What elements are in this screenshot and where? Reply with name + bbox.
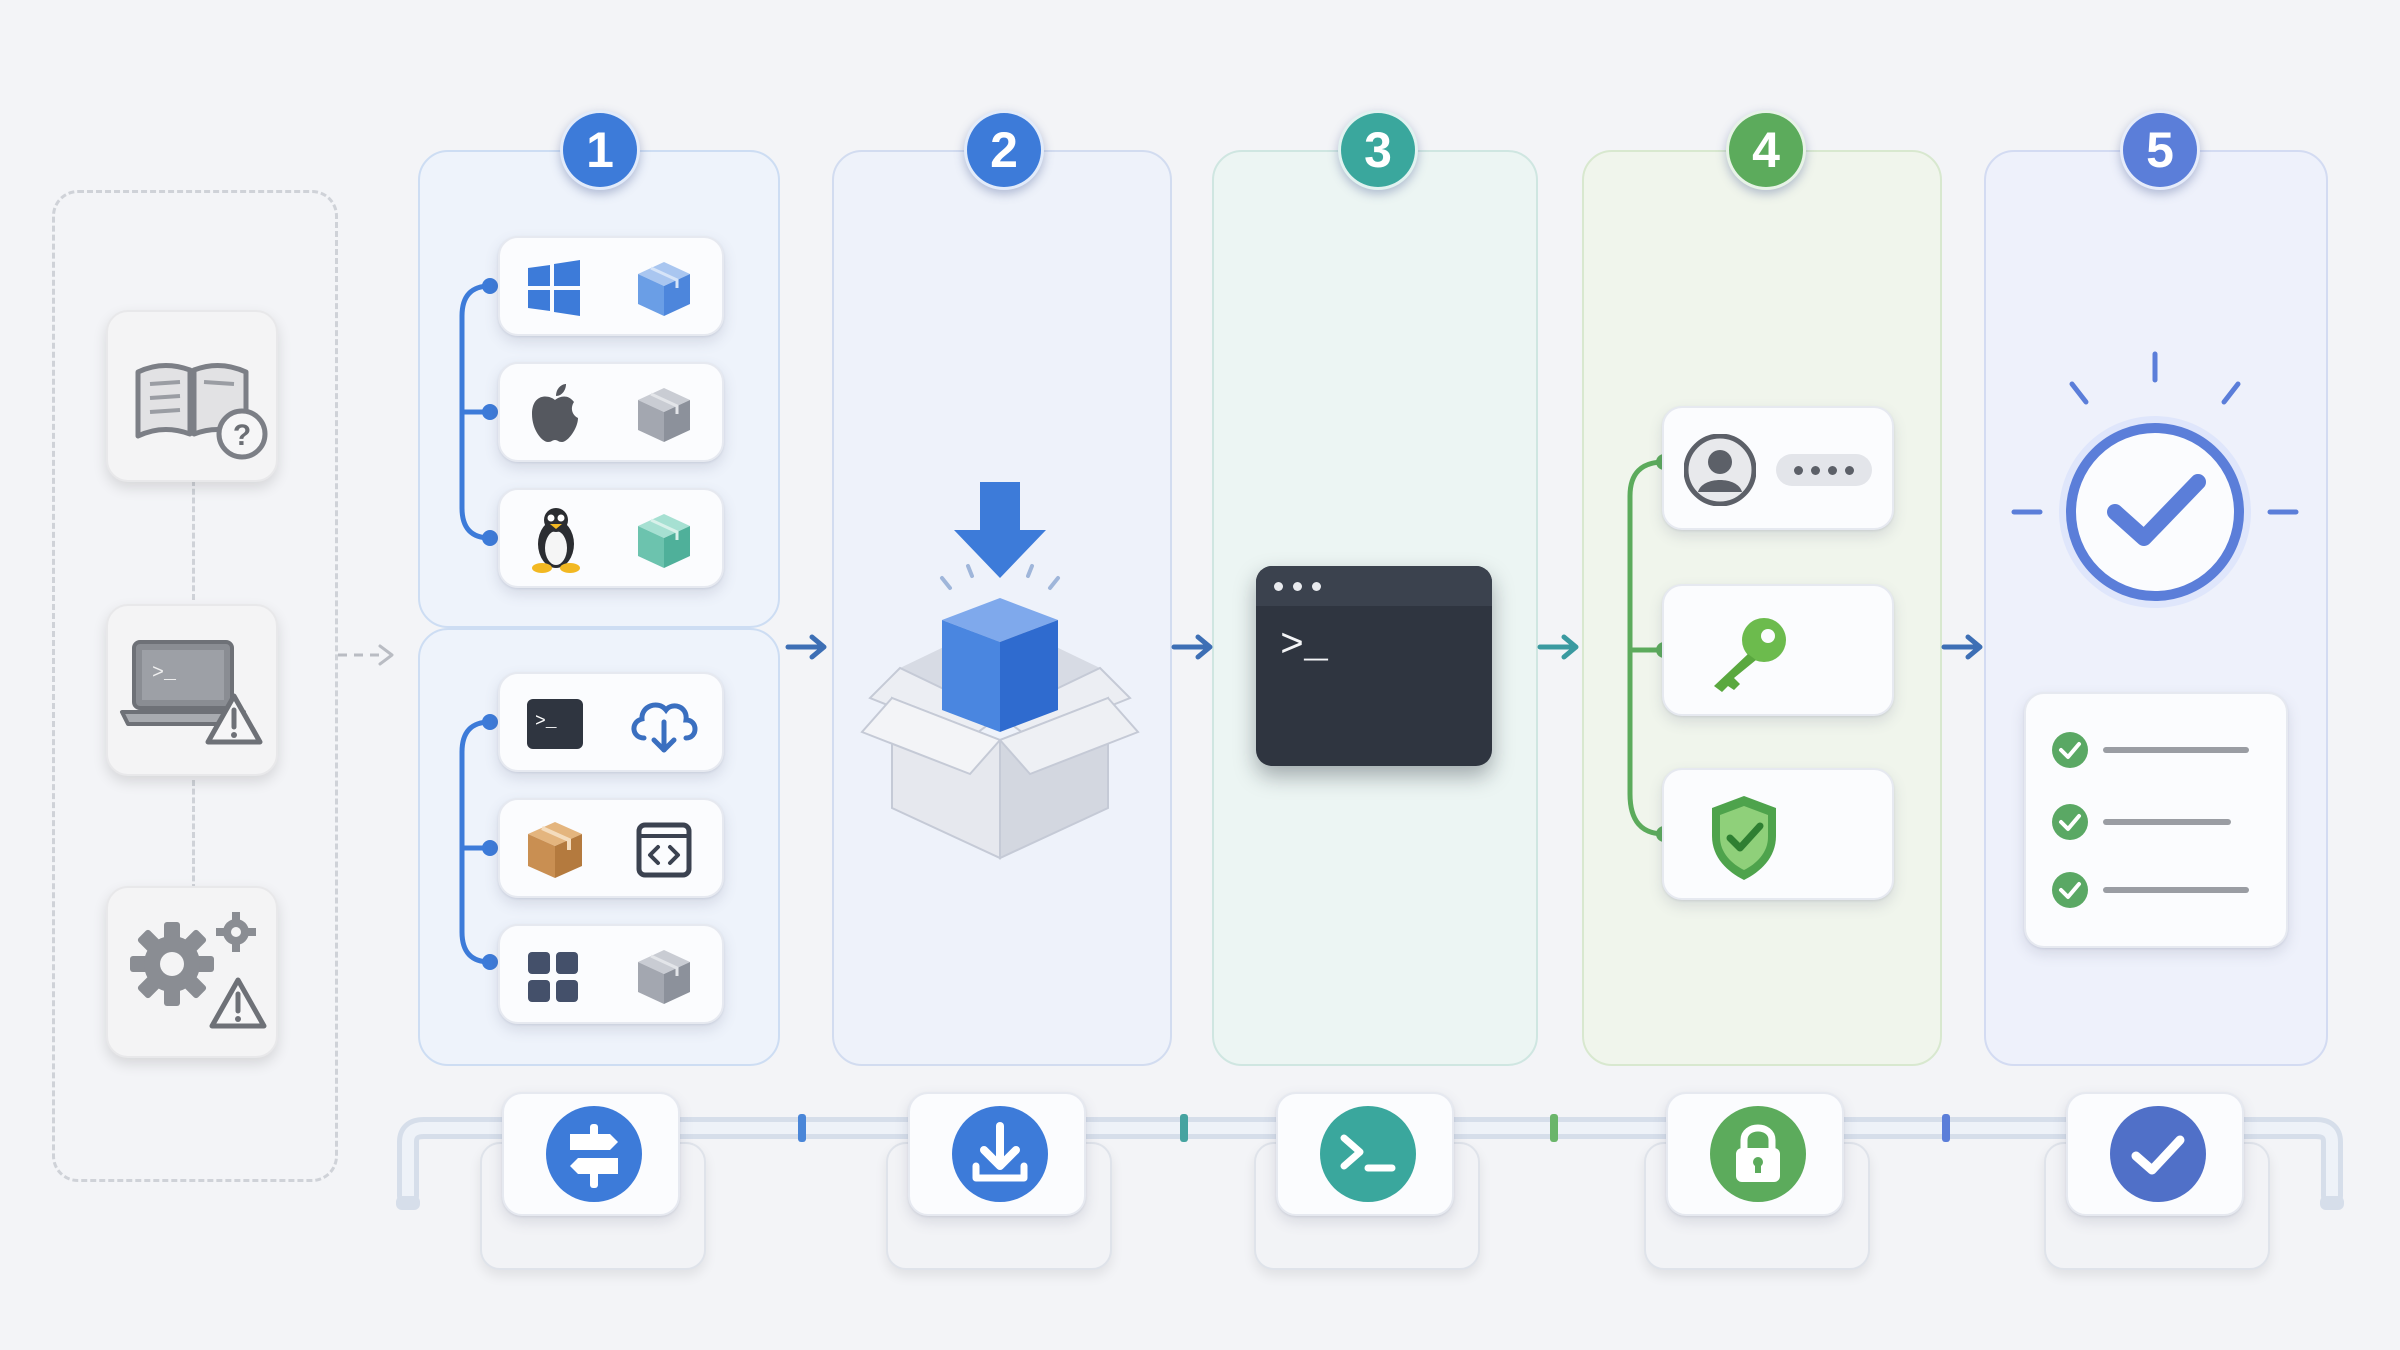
package-icon	[638, 950, 690, 1004]
terminal-window: >_	[1256, 566, 1492, 766]
issue-card-docs: ?	[106, 310, 278, 482]
window-dot	[1312, 581, 1321, 591]
svg-text:?: ?	[233, 419, 251, 452]
install-method-store[interactable]	[498, 924, 724, 1024]
pipeline-stage-download[interactable]	[908, 1092, 1086, 1216]
install-method-script[interactable]: >_	[498, 672, 724, 772]
password-dot	[1845, 465, 1854, 475]
laptop-warning-icon: >_	[120, 640, 263, 745]
step-badge-3: 3	[1338, 110, 1418, 190]
password-dot	[1794, 465, 1803, 475]
os-option-macos[interactable]	[498, 362, 724, 462]
check-icon	[2110, 1106, 2206, 1202]
pipeline-stage-authenticate[interactable]	[1666, 1092, 1844, 1216]
issues-group	[52, 190, 338, 1182]
password-dot	[1828, 465, 1837, 475]
terminal-icon: >_	[527, 699, 583, 749]
auth-credentials-card[interactable]	[1662, 406, 1894, 530]
shield-check-icon	[1712, 796, 1776, 880]
flow-arrow-2-3	[1171, 634, 1213, 660]
step-badge-1: 1	[560, 110, 640, 190]
os-option-linux[interactable]	[498, 488, 724, 588]
issues-connector	[192, 780, 195, 890]
step-badge-4: 4	[1726, 110, 1806, 190]
windows-icon	[528, 260, 580, 316]
window-dot	[1274, 581, 1283, 591]
apps-grid-icon	[528, 952, 578, 1002]
password-dot	[1811, 465, 1820, 475]
pipeline-stage-install[interactable]	[1276, 1092, 1454, 1216]
os-option-windows[interactable]	[498, 236, 724, 336]
password-field	[1776, 454, 1872, 486]
auth-security-card[interactable]	[1662, 768, 1894, 900]
terminal-icon	[1320, 1106, 1416, 1202]
package-icon	[638, 388, 690, 442]
pipeline-stage-verify[interactable]	[2066, 1092, 2244, 1216]
step-badge-2: 2	[964, 110, 1044, 190]
svg-text:>_: >_	[152, 662, 177, 685]
issues-connector	[192, 480, 195, 600]
pipeline-stage-choose[interactable]	[502, 1092, 680, 1216]
terminal-titlebar	[1256, 566, 1492, 606]
step1-method-tree	[459, 714, 498, 970]
download-icon	[952, 1106, 1048, 1202]
issues-arrow	[338, 644, 394, 666]
install-method-package[interactable]	[498, 798, 724, 898]
issue-card-config	[106, 886, 278, 1058]
check-badge-icon	[2011, 351, 2299, 608]
linux-icon	[532, 508, 580, 573]
user-avatar-icon	[1684, 434, 1756, 506]
flow-arrow-1-2	[785, 634, 827, 660]
step-badge-5: 5	[2120, 110, 2200, 190]
window-dot	[1293, 581, 1302, 591]
checklist-card	[2024, 692, 2288, 948]
terminal-prompt: >_	[1280, 624, 1329, 669]
package-icon	[638, 514, 690, 568]
code-window-icon	[636, 822, 692, 878]
route-sign-icon	[546, 1106, 642, 1202]
flow-arrow-3-4	[1537, 634, 1579, 660]
package-download-icon	[860, 482, 1140, 860]
lock-icon	[1710, 1106, 1806, 1202]
key-icon	[1714, 618, 1786, 692]
box-icon	[528, 822, 582, 878]
flow-arrow-4-5	[1941, 634, 1983, 660]
package-icon	[638, 262, 690, 316]
cloud-download-icon	[631, 702, 698, 753]
gear-warning-icon	[130, 912, 267, 1029]
book-question-icon: ?	[135, 363, 268, 460]
auth-key-card[interactable]	[1662, 584, 1894, 716]
svg-text:>_: >_	[535, 712, 557, 732]
apple-icon	[532, 384, 578, 442]
checklist-items	[2052, 732, 2249, 908]
issue-card-terminal: >_	[106, 604, 278, 776]
step1-os-tree	[459, 278, 498, 546]
